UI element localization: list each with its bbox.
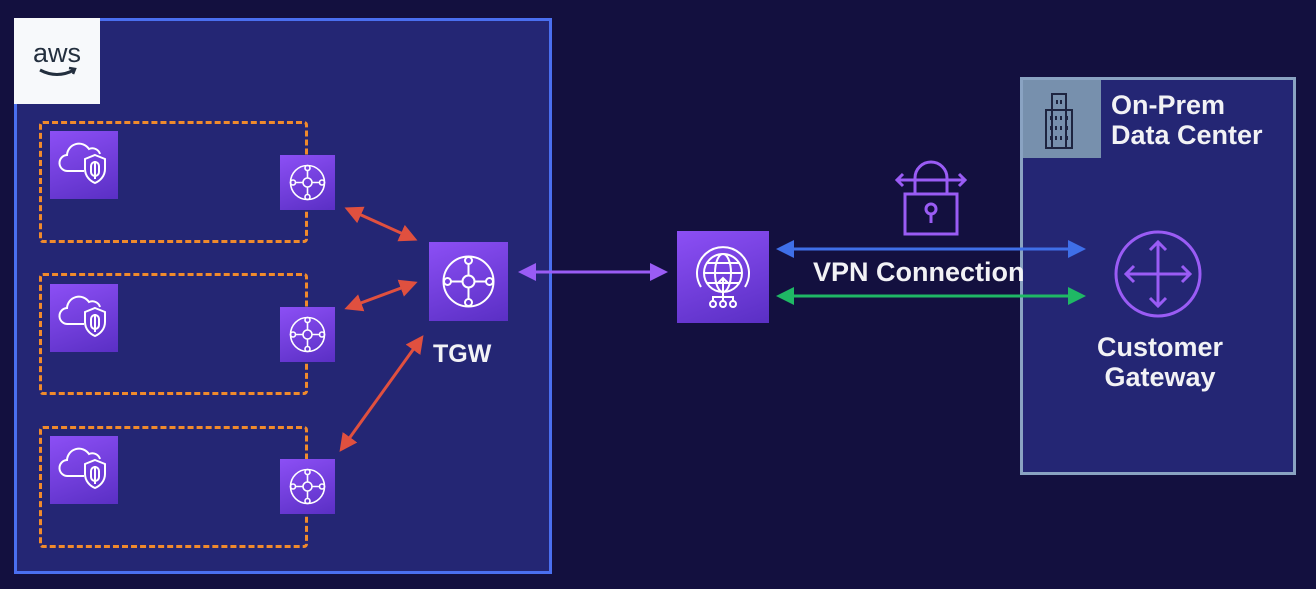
arrow-attachment1-tgw (344, 206, 418, 242)
onprem-title: On-Prem Data Center (1111, 90, 1263, 150)
onprem-header-tile (1023, 80, 1101, 158)
arrow-attachment3-tgw (339, 335, 424, 452)
aws-logo: aws (14, 18, 100, 104)
tgw-attachment-3[interactable] (280, 459, 335, 514)
aws-logo-icon: aws (33, 38, 81, 76)
vpc-tile-1[interactable] (50, 131, 118, 199)
vpc-tile-2[interactable] (50, 284, 118, 352)
cloud-shield-icon (58, 142, 106, 185)
cloud-shield-icon (58, 447, 106, 490)
customer-gateway-line2: Gateway (1104, 362, 1216, 392)
tgw-attachment-2[interactable] (280, 307, 335, 362)
customer-gateway-label: Customer Gateway (1080, 332, 1240, 392)
transit-gateway[interactable] (429, 242, 508, 321)
router-icon[interactable] (1112, 228, 1204, 320)
tgw-attachment-1[interactable] (280, 155, 335, 210)
onprem-title-line2: Data Center (1111, 120, 1263, 150)
transit-gateway-attachment-icon (289, 164, 326, 201)
customer-gateway-line1: Customer (1096, 332, 1224, 362)
building-icon (1045, 93, 1073, 149)
cloud-shield-icon (58, 295, 106, 338)
transit-gateway-attachment-icon (289, 316, 326, 353)
vpc-tile-3[interactable] (50, 436, 118, 504)
onprem-title-line1: On-Prem (1111, 90, 1226, 120)
vpn-gateway-icon (696, 246, 750, 308)
transit-gateway-attachment-icon (289, 468, 326, 505)
vpn-connection-label: VPN Connection (813, 257, 1025, 287)
arrow-attachment2-tgw (344, 279, 418, 312)
tgw-label: TGW (433, 340, 492, 368)
lock-icon (895, 160, 967, 236)
vpn-gateway[interactable] (677, 231, 769, 323)
svg-text:aws: aws (33, 38, 81, 68)
transit-gateway-icon (442, 255, 495, 308)
